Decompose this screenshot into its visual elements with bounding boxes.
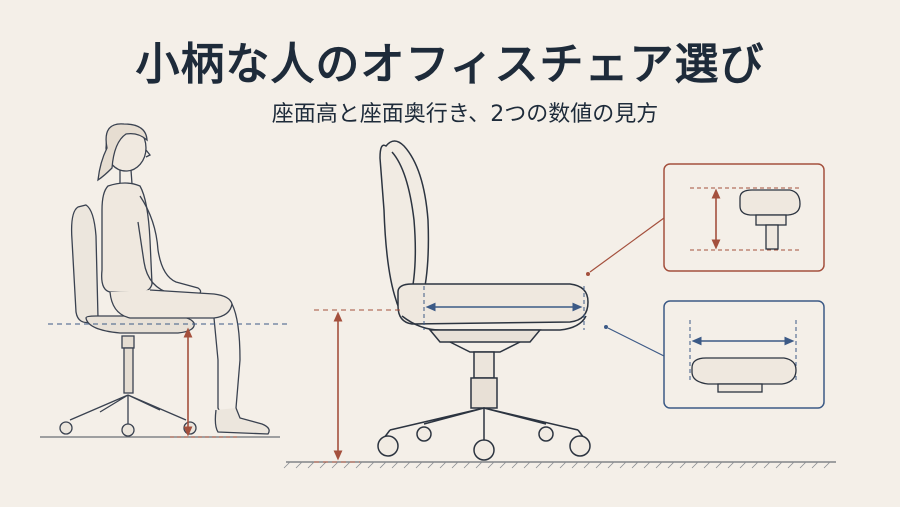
seat-height-detail <box>663 163 825 272</box>
seat-depth-detail <box>663 300 825 409</box>
chair-seat-height-marker <box>314 309 400 463</box>
office-chair-illustration <box>283 140 836 469</box>
page-title: 小柄な人のオフィスチェア選び <box>135 39 765 90</box>
page-subtitle: 座面高と座面奥行き、2つの数値の見方 <box>271 102 659 127</box>
callout-leaders <box>586 217 665 357</box>
person-seated-illustration <box>40 123 280 438</box>
person-seat-height-marker <box>48 323 290 438</box>
chair-seat-depth-marker <box>423 286 585 330</box>
